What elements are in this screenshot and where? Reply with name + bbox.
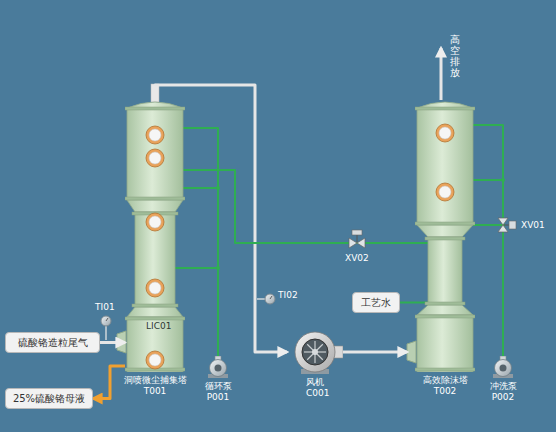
spray-branch	[473, 224, 503, 226]
pump-shape	[204, 356, 232, 378]
vent-label: 高空排放	[450, 34, 460, 78]
demister-tower: 高效除沫塔 T002	[415, 100, 475, 372]
equipment-label: 风机 C001	[304, 377, 326, 400]
equipment-label: 高效除沫塔 T002	[421, 375, 470, 398]
source-box: 硫酸铬造粒尾气	[5, 332, 100, 353]
gas-duct	[100, 341, 125, 344]
utility-box: 工艺水	[352, 292, 400, 313]
tower-shape	[125, 100, 185, 372]
spray-branch	[473, 179, 503, 181]
product-box: 25%硫酸铬母液	[5, 388, 93, 409]
instrument-tag: LIC01	[146, 321, 171, 332]
equipment-label: 冲洗泵 P002	[488, 381, 519, 404]
outlet-neck	[151, 84, 159, 102]
instrument-tag: TI02	[278, 290, 298, 301]
box-label: 工艺水	[361, 297, 391, 309]
tower-shape	[415, 100, 475, 372]
water-pipe	[183, 170, 428, 243]
gas-duct	[343, 351, 407, 354]
pump-symbol: 冲洗泵 P002	[489, 356, 517, 378]
box-label: 25%硫酸铬母液	[13, 393, 85, 405]
valve-symbol	[498, 218, 516, 232]
water-pipe	[400, 302, 428, 304]
spray-branch	[175, 267, 218, 269]
exhaust-arrow	[440, 48, 443, 100]
water-pipe	[183, 128, 218, 356]
inlet-nozzle	[407, 341, 416, 363]
valve-tag: XV01	[521, 220, 545, 231]
thermometer-symbol	[257, 294, 275, 304]
scrubber-tower: 洞喷微尘捕集塔 T001	[125, 100, 185, 372]
fan-symbol: 风机 C001	[287, 330, 343, 374]
equipment-label: 循环泵 P001	[203, 381, 234, 404]
pump-symbol: 循环泵 P001	[204, 356, 232, 378]
spray-branch	[183, 187, 218, 189]
instrument-tag: TI01	[95, 302, 115, 313]
thermometer-symbol	[101, 316, 111, 340]
valve-symbol	[349, 230, 365, 248]
equipment-label: 洞喷微尘捕集塔 T001	[122, 375, 189, 398]
pump-shape	[489, 356, 517, 378]
water-pipe	[473, 125, 503, 356]
liquor-pipe	[93, 366, 125, 399]
box-label: 硫酸铬造粒尾气	[18, 337, 88, 349]
valve-tag: XV02	[345, 253, 369, 264]
fan-shape	[287, 330, 343, 374]
